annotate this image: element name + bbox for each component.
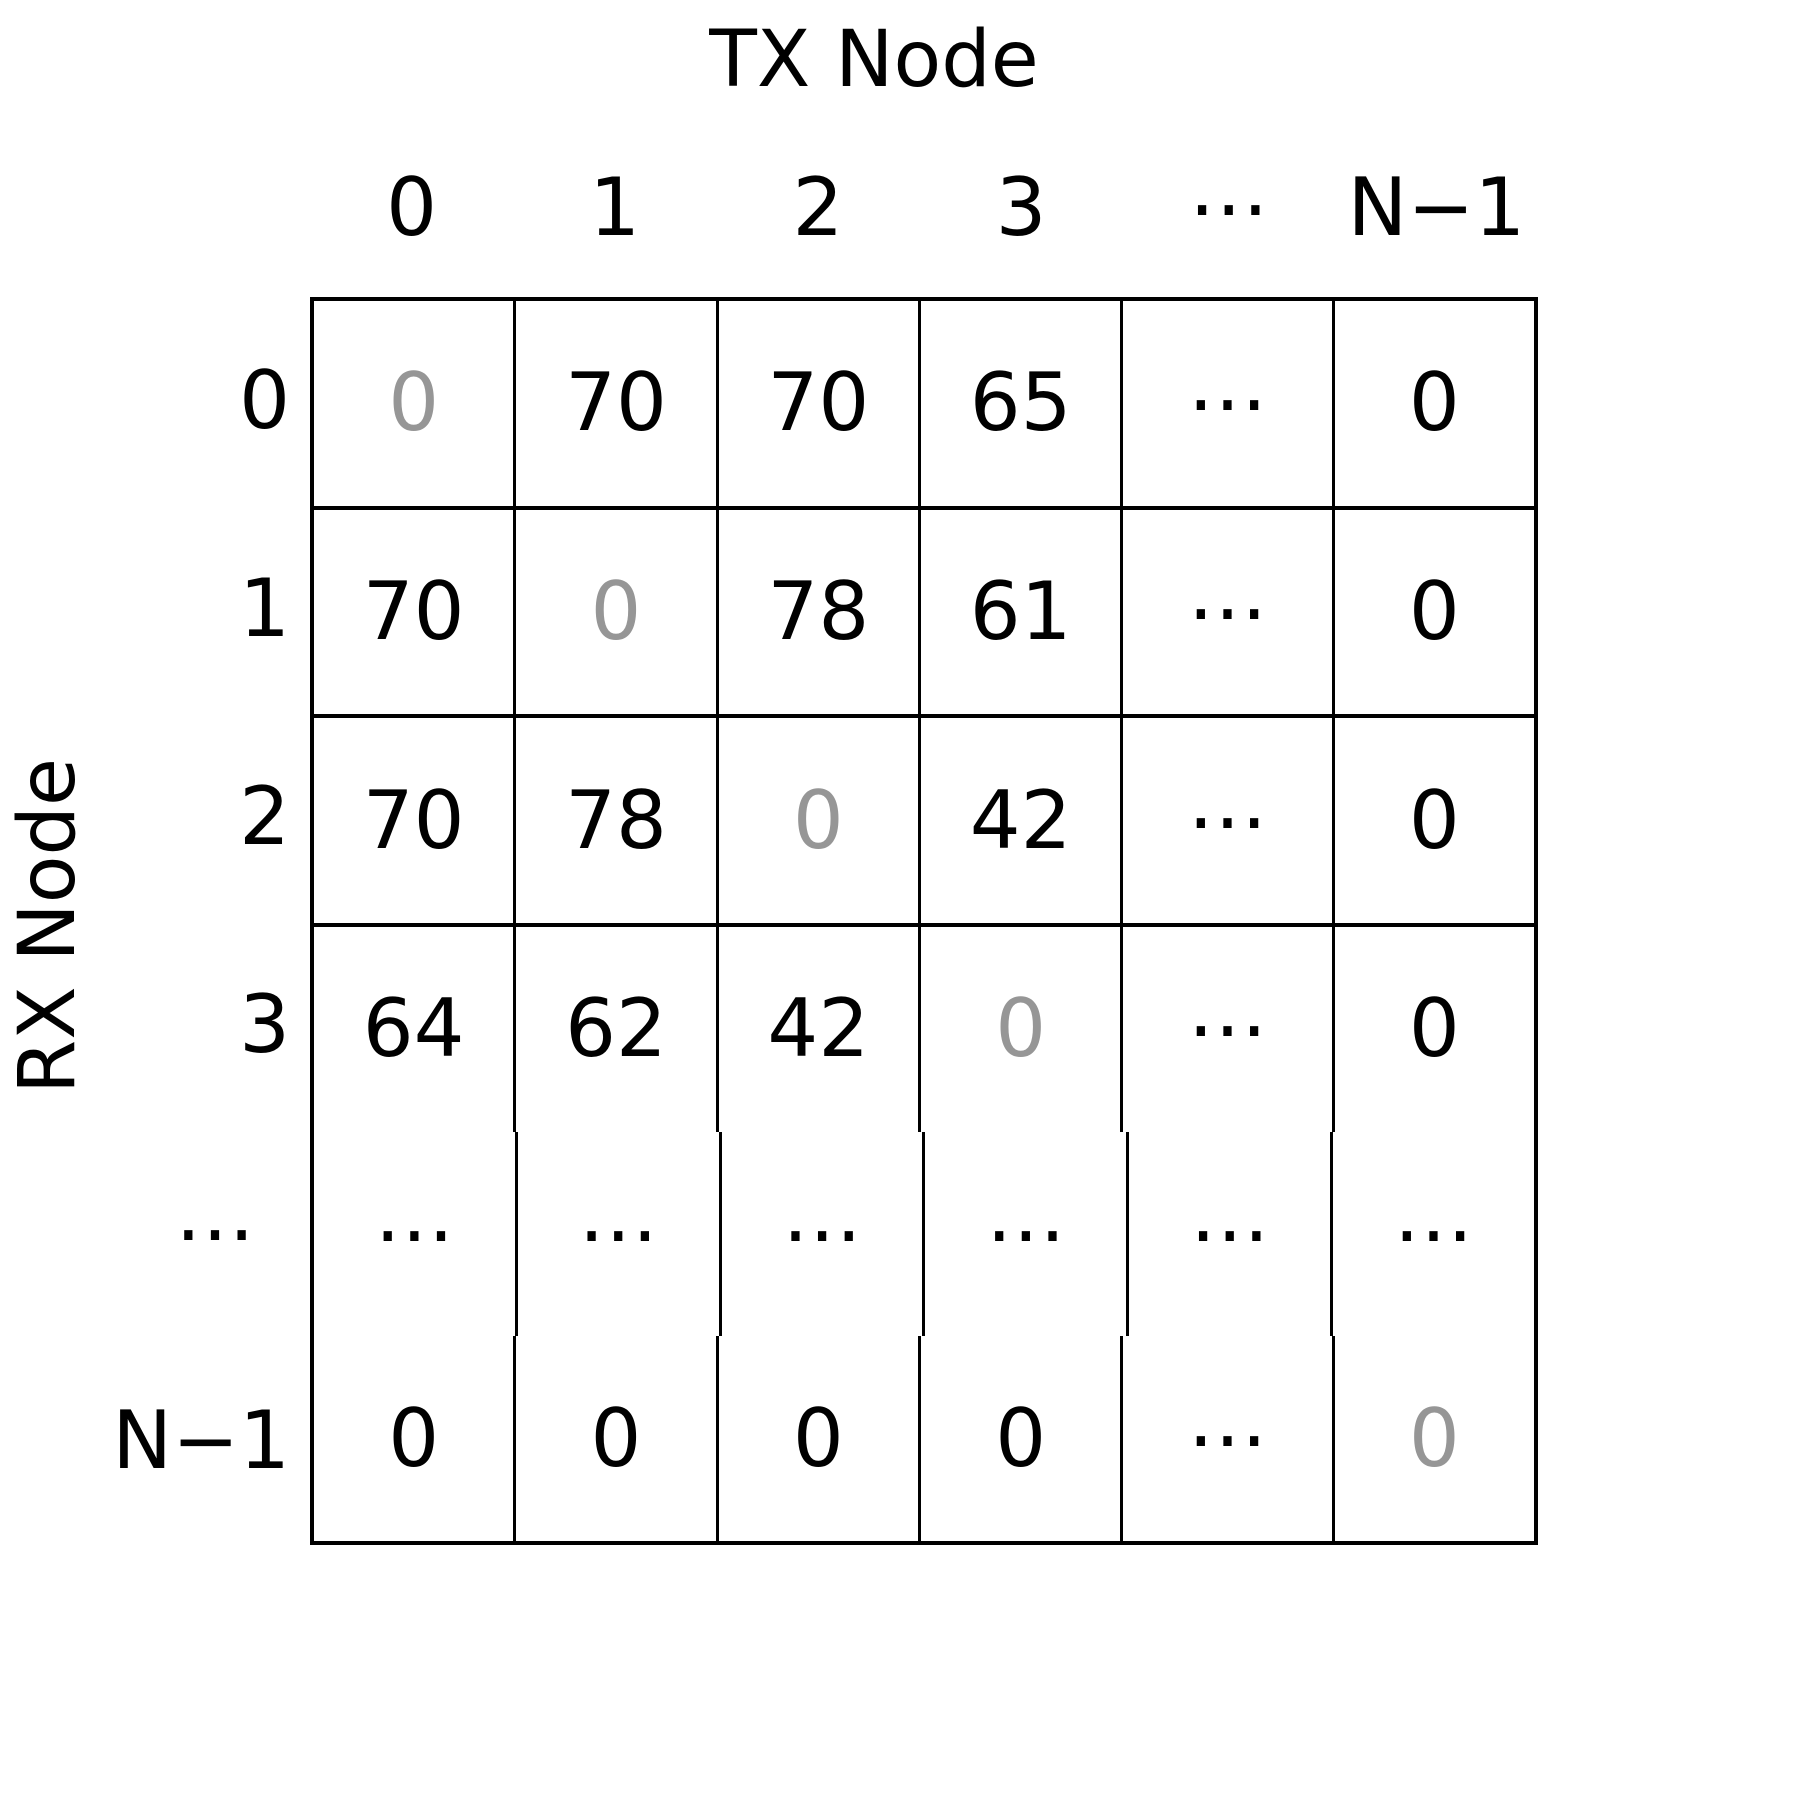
matrix-cell-r0-c0: 0 — [314, 301, 517, 506]
row-header-2: 2 — [239, 770, 290, 863]
matrix-cell-r1-c5: 0 — [1408, 565, 1460, 658]
matrix-cell-r5-c0: 0 — [314, 1336, 517, 1542]
row-header-N-1: N−1 — [112, 1394, 290, 1487]
matrix-cell-r4-c1: ⋯ — [518, 1131, 722, 1337]
tx-node-axis-title-text: TX Node — [709, 15, 1039, 105]
matrix-cell-r2-c1: 78 — [516, 718, 719, 924]
column-header-ellipsis: ⋯ — [1188, 161, 1278, 254]
column-header-0: 0 — [386, 161, 438, 254]
matrix-cell-r4-c5: ⋯ — [1393, 1187, 1483, 1281]
row-label-column: 0 1 2 3 ⋯ N−1 — [10, 297, 302, 1545]
matrix-cell-r1-c3: 61 — [921, 509, 1124, 715]
matrix-cell-r5-c4: ⋯ — [1123, 1336, 1335, 1542]
column-header-1: 1 — [589, 161, 641, 254]
column-header-2: 2 — [792, 161, 844, 254]
row-header-ellipsis: ⋯ — [175, 1186, 264, 1279]
matrix-cell-r0-c2: 70 — [719, 301, 921, 506]
matrix-cell-r5-c3: 0 — [921, 1336, 1124, 1542]
matrix-cell-r5-c2: 0 — [719, 1336, 921, 1542]
matrix-cell-r3-c1: 62 — [516, 927, 719, 1132]
matrix-cell-r3-c4: ⋯ — [1123, 927, 1335, 1132]
matrix-cell-r2-c2: 0 — [719, 718, 921, 924]
matrix-cell-r2-c3: 42 — [921, 718, 1124, 924]
matrix-cell-r4-c2: ⋯ — [722, 1131, 926, 1337]
matrix-cell-r3-c5: 0 — [1408, 982, 1460, 1076]
matrix-cell-r5-c1: 0 — [516, 1336, 719, 1542]
row-header-3: 3 — [239, 978, 290, 1071]
matrix-cell-r5-c5: 0 — [1408, 1391, 1460, 1485]
table-row: ⋯⋯⋯⋯⋯⋯ — [314, 1131, 1534, 1337]
matrix-cell-r0-c1: 70 — [516, 301, 719, 506]
column-header-3: 3 — [995, 161, 1047, 254]
column-header-N-1: N−1 — [1347, 161, 1526, 254]
matrix-cell-r4-c3: ⋯ — [925, 1131, 1130, 1337]
matrix-cell-r3-c2: 42 — [719, 927, 921, 1132]
matrix-cell-r1-c1: 0 — [516, 509, 719, 715]
matrix-cell-r4-c4: ⋯ — [1129, 1131, 1334, 1337]
matrix-cell-r4-c0: ⋯ — [314, 1131, 518, 1337]
matrix-cell-r1-c4: ⋯ — [1123, 509, 1335, 715]
matrix-cell-r1-c2: 78 — [719, 509, 921, 715]
matrix-cell-r3-c0: 64 — [314, 927, 517, 1132]
matrix-cell-r0-c4: ⋯ — [1123, 301, 1335, 506]
row-header-0: 0 — [239, 354, 290, 447]
tx-node-axis-title: TX Node — [0, 14, 1798, 106]
matrix-cell-r3-c3: 0 — [921, 927, 1124, 1132]
matrix-cell-r0-c5: 0 — [1408, 356, 1460, 450]
matrix-cell-r2-c4: ⋯ — [1123, 718, 1335, 924]
matrix-cell-r2-c0: 70 — [314, 718, 517, 924]
matrix-cell-r0-c3: 65 — [921, 301, 1124, 506]
matrix-cell-r1-c0: 70 — [314, 509, 517, 715]
matrix-cell-r2-c5: 0 — [1408, 773, 1460, 867]
column-header-row: 0 1 2 3 ⋯ N−1 — [310, 148, 1538, 268]
row-header-1: 1 — [239, 562, 290, 655]
